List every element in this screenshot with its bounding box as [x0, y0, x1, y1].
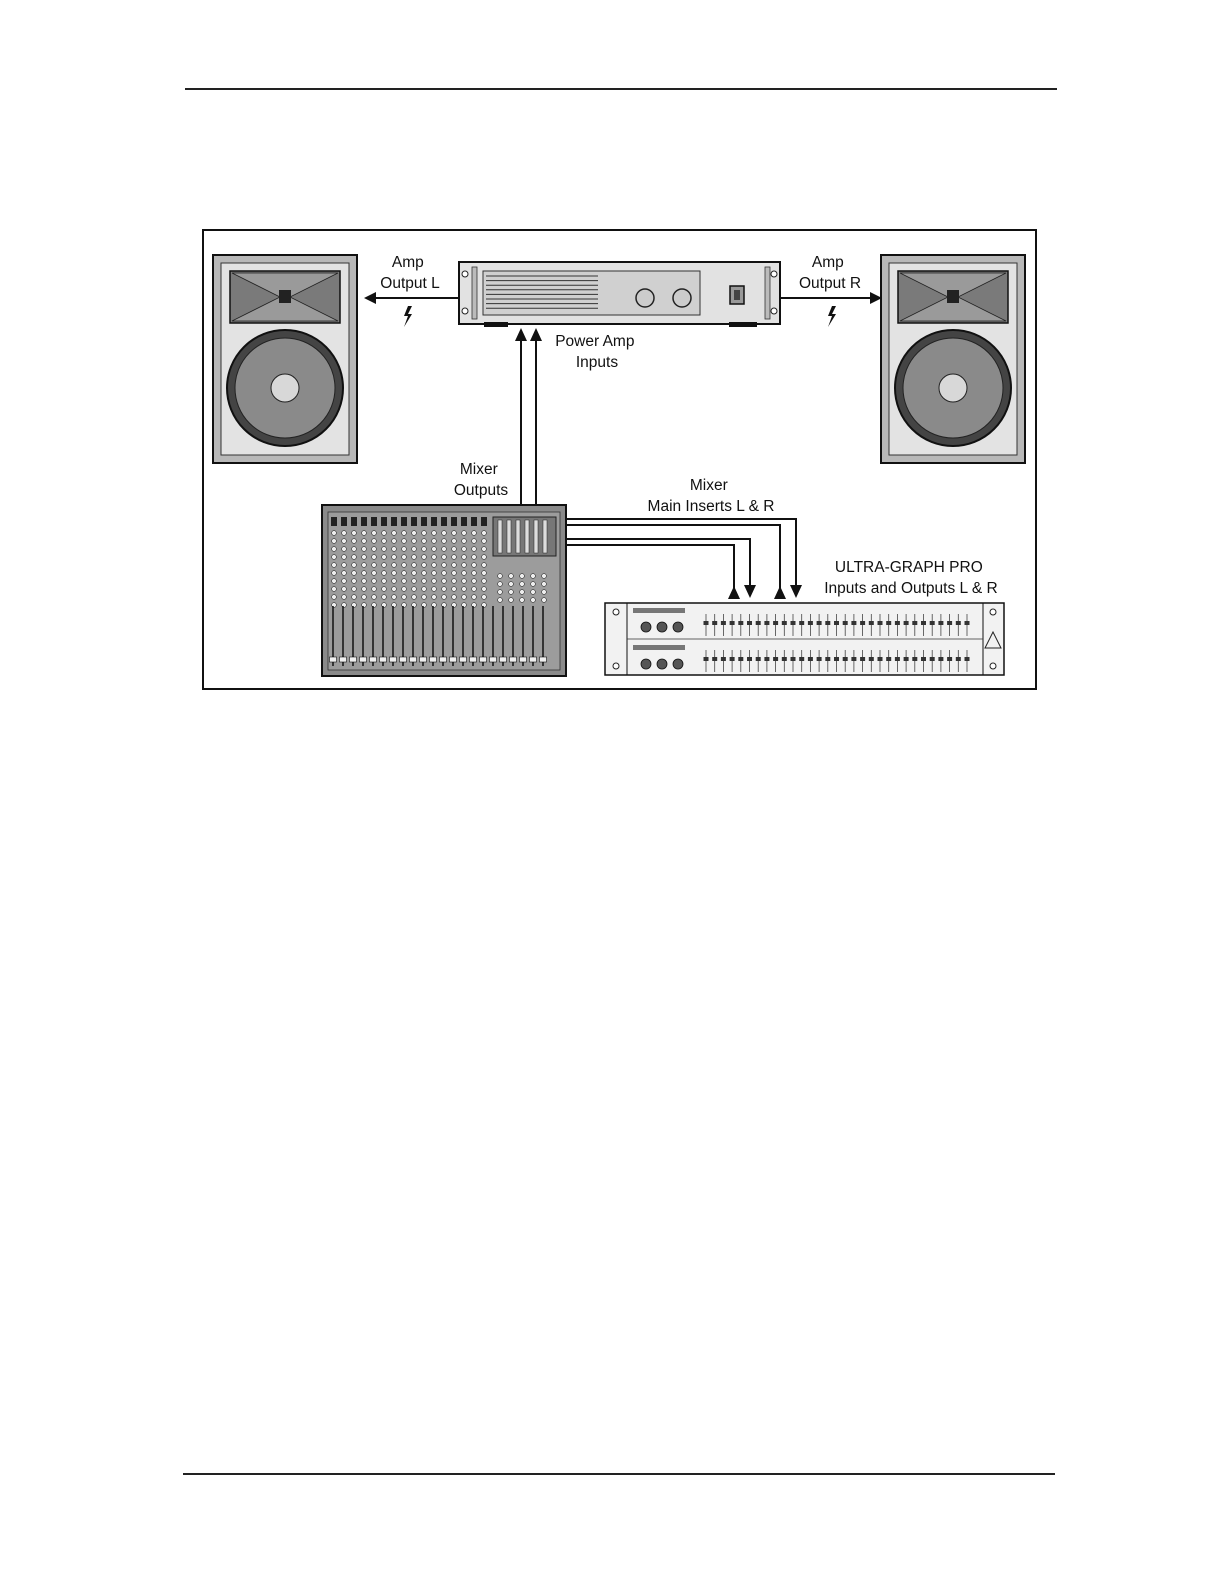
ultragraph-eq — [605, 603, 1004, 675]
footer-rule — [183, 1473, 1055, 1475]
right-speaker — [881, 255, 1025, 463]
left-speaker — [213, 255, 357, 463]
mixer — [322, 505, 566, 676]
power-amp — [459, 262, 780, 327]
